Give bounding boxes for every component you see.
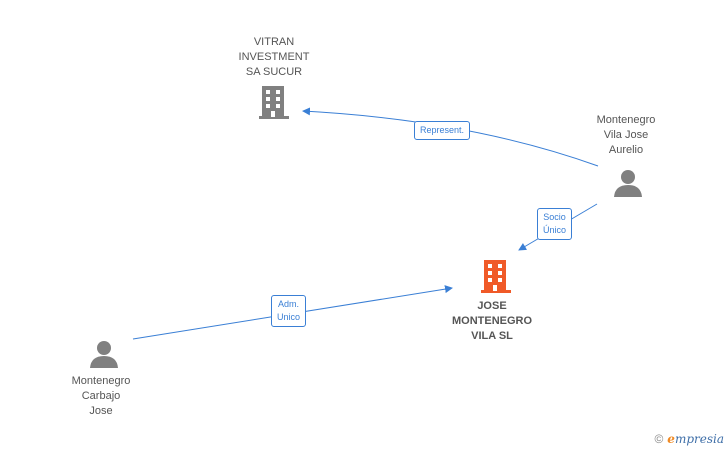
node-carbajo-label: Montenegro Carbajo Jose: [41, 374, 161, 419]
copyright-symbol: ©: [654, 432, 664, 446]
node-aurelio-label: Montenegro Vila Jose Aurelio: [566, 113, 686, 158]
logo-initial: e: [667, 432, 675, 446]
edge-adm-label: Adm. Unico: [271, 295, 307, 327]
node-main-line-3: VILA SL: [471, 330, 513, 342]
edge-socio-label: Socio Único: [537, 208, 573, 240]
node-carbajo-line-1: Montenegro: [71, 375, 131, 387]
node-vitran-label: VITRAN INVESTMENT SA SUCUR: [214, 35, 334, 80]
node-carbajo-line-2: Carbajo: [81, 390, 121, 402]
node-main-line-1: JOSE: [477, 300, 507, 312]
footer-brand: © empresia: [654, 432, 724, 446]
node-vitran-line-3: SA SUCUR: [245, 66, 303, 78]
node-vitran-line-2: INVESTMENT: [238, 51, 310, 63]
edge-represent-label: Represent.: [414, 121, 471, 140]
node-carbajo-line-3: Jose: [89, 405, 113, 417]
node-vitran-line-1: VITRAN: [253, 36, 295, 48]
person-icon[interactable]: [89, 339, 119, 369]
empresia-logo[interactable]: empresia: [667, 432, 724, 446]
node-main-label: JOSE MONTENEGRO VILA SL: [432, 299, 552, 344]
node-aurelio-line-3: Aurelio: [608, 144, 644, 156]
building-icon[interactable]: [480, 258, 512, 294]
node-aurelio-line-1: Montenegro: [596, 114, 656, 126]
node-aurelio-line-2: Vila Jose: [603, 129, 649, 141]
edge-socio-line-2: Único: [543, 225, 567, 235]
edge-represent-text: Represent.: [420, 125, 465, 135]
person-icon[interactable]: [613, 168, 643, 198]
edge-adm-line-1: Adm.: [278, 299, 300, 309]
edge-socio-line-1: Socio: [543, 212, 566, 222]
edge-adm-line-2: Unico: [277, 312, 301, 322]
building-icon[interactable]: [258, 84, 290, 120]
node-main-line-2: MONTENEGRO: [451, 315, 533, 327]
logo-rest: mpresia: [674, 432, 724, 446]
